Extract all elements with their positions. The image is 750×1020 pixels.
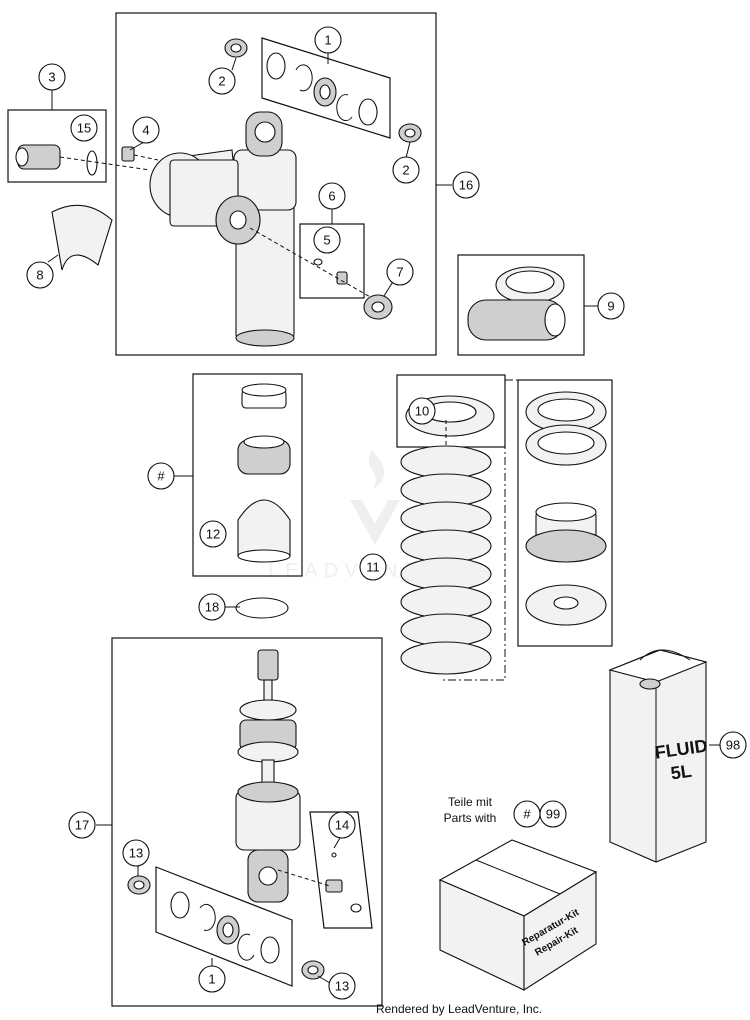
svg-text:5: 5 bbox=[323, 233, 330, 248]
svg-text:13: 13 bbox=[335, 979, 349, 994]
svg-text:2: 2 bbox=[402, 163, 409, 178]
group-box-16 bbox=[115, 12, 437, 356]
group-box-3 bbox=[7, 109, 107, 183]
fluid-label-line2: 5L bbox=[669, 761, 693, 784]
fluid-can-98: FLUID 5L bbox=[608, 649, 709, 863]
callout-4: 4 bbox=[132, 116, 160, 144]
circlip-18 bbox=[235, 597, 289, 619]
callout-9: 9 bbox=[597, 292, 625, 320]
svg-text:4: 4 bbox=[142, 123, 149, 138]
callout-15: 15 bbox=[70, 114, 98, 142]
valve-parts-14 bbox=[277, 852, 362, 913]
shock-absorber-body bbox=[149, 111, 297, 347]
svg-text:1: 1 bbox=[208, 972, 215, 987]
svg-text:#: # bbox=[157, 469, 165, 484]
callout-5: 5 bbox=[313, 226, 341, 254]
callout-2-right: 2 bbox=[392, 156, 420, 184]
svg-text:99: 99 bbox=[546, 807, 560, 822]
callout-1-bottom: 1 bbox=[198, 965, 226, 993]
svg-text:15: 15 bbox=[77, 121, 91, 136]
callout-7: 7 bbox=[386, 258, 414, 286]
spring-11 bbox=[400, 420, 492, 675]
callout-6: 6 bbox=[318, 182, 346, 210]
svg-text:7: 7 bbox=[396, 265, 403, 280]
valve-parts-5 bbox=[249, 227, 373, 299]
adjuster-15 bbox=[15, 144, 151, 176]
callout-hash-kit: # bbox=[513, 800, 541, 828]
callout-17: 17 bbox=[68, 811, 96, 839]
callout-8: 8 bbox=[26, 261, 54, 289]
spring-link bbox=[440, 425, 506, 681]
svg-text:#: # bbox=[523, 807, 531, 822]
cap-7 bbox=[363, 294, 393, 320]
leader-lines bbox=[47, 53, 720, 987]
svg-text:12: 12 bbox=[206, 527, 220, 542]
callout-18: 18 bbox=[198, 593, 226, 621]
callout-3: 3 bbox=[38, 63, 66, 91]
callout-hash-left: # bbox=[147, 462, 175, 490]
svg-text:11: 11 bbox=[366, 560, 380, 575]
svg-text:10: 10 bbox=[415, 404, 429, 419]
alt-parts-box bbox=[517, 379, 613, 647]
callout-13-bottom: 13 bbox=[328, 972, 356, 1000]
callout-1-top: 1 bbox=[314, 26, 342, 54]
callout-13-top: 13 bbox=[122, 839, 150, 867]
footer-credit: Rendered by LeadVenture, Inc. bbox=[376, 1002, 542, 1016]
bearing-parts-top bbox=[224, 38, 422, 143]
bump-stop-parts bbox=[237, 383, 291, 563]
svg-text:98: 98 bbox=[726, 738, 740, 753]
reservoir-cover-9 bbox=[467, 266, 566, 341]
kit-note-line1: Teile mit bbox=[448, 795, 493, 809]
callout-98: 98 bbox=[719, 731, 747, 759]
svg-text:18: 18 bbox=[205, 600, 219, 615]
svg-text:13: 13 bbox=[129, 846, 143, 861]
callout-16: 16 bbox=[452, 171, 480, 199]
kit-note-line2: Parts with bbox=[444, 811, 497, 825]
svg-text:2: 2 bbox=[218, 74, 225, 89]
callout-10: 10 bbox=[408, 397, 436, 425]
svg-text:9: 9 bbox=[607, 299, 614, 314]
svg-text:14: 14 bbox=[335, 818, 349, 833]
bearing-parts-bottom bbox=[127, 875, 325, 980]
group-box-9 bbox=[457, 254, 585, 356]
svg-text:17: 17 bbox=[75, 818, 89, 833]
callout-12: 12 bbox=[199, 520, 227, 548]
callout-2-top: 2 bbox=[208, 67, 236, 95]
kit-box-1-bottom bbox=[155, 866, 293, 987]
svg-text:6: 6 bbox=[328, 189, 335, 204]
svg-text:8: 8 bbox=[36, 268, 43, 283]
svg-text:3: 3 bbox=[48, 70, 55, 85]
alternative-spring-seats bbox=[525, 391, 607, 626]
svg-text:16: 16 bbox=[459, 178, 473, 193]
callout-99: 99 bbox=[539, 800, 567, 828]
svg-text:1: 1 bbox=[324, 33, 331, 48]
air-valve-4 bbox=[121, 146, 159, 162]
repair-kit-box: Reparatur-Kit Repair-Kit bbox=[438, 839, 598, 992]
group-box-12 bbox=[192, 373, 303, 577]
kit-box-1-top bbox=[261, 37, 391, 139]
group-box-17 bbox=[111, 637, 383, 1007]
callout-14: 14 bbox=[328, 811, 356, 839]
callout-11: 11 bbox=[359, 553, 387, 581]
piston-rod-assembly bbox=[235, 649, 301, 903]
alt-parts-link bbox=[504, 379, 518, 412]
decal-8 bbox=[51, 204, 113, 271]
